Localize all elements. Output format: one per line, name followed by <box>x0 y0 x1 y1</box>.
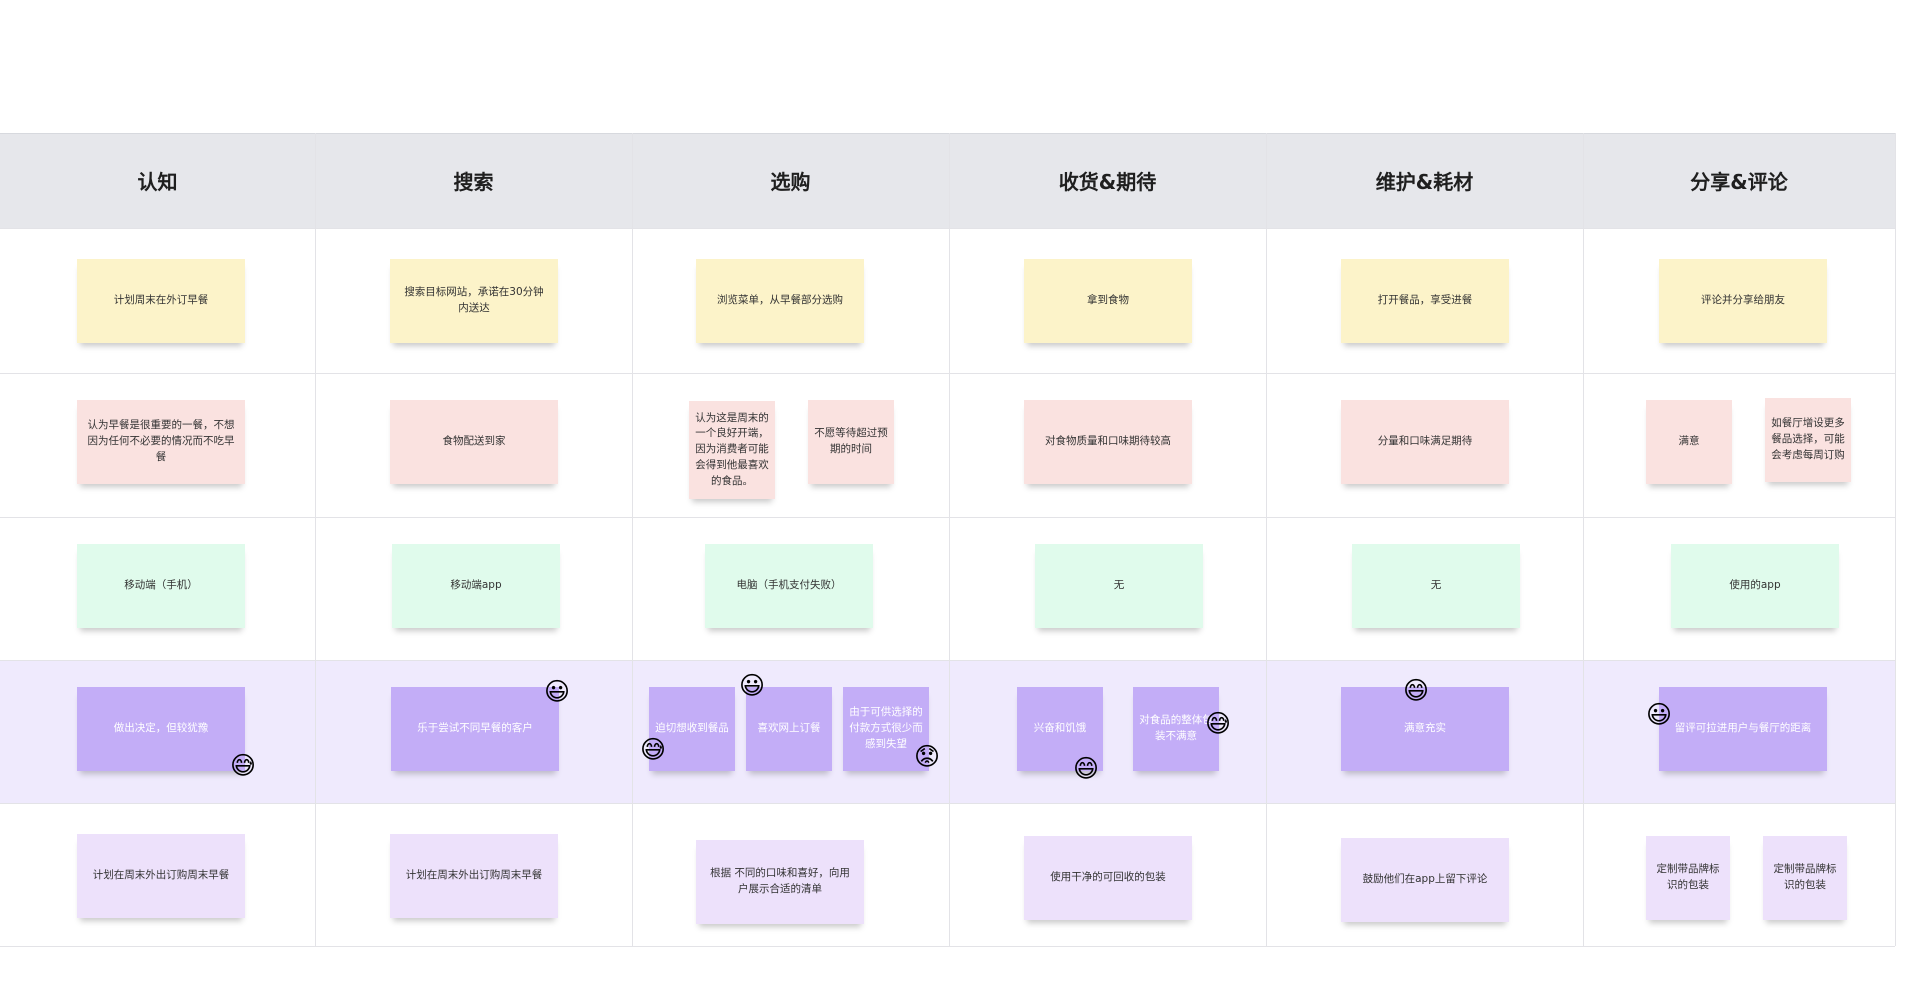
sticky-note-thinking[interactable]: 如餐厅增设更多餐品选择，可能会考虑每周订购 <box>1765 398 1851 482</box>
sticky-note-opportunity[interactable]: 鼓励他们在app上留下评论 <box>1341 838 1509 922</box>
sticky-note-emotion[interactable]: 喜欢网上订餐 <box>746 687 832 771</box>
sticky-note-thinking[interactable]: 不愿等待超过预期的时间 <box>808 400 894 484</box>
sticky-note-opportunity[interactable]: 定制带品牌标识的包装 <box>1646 836 1730 920</box>
sticky-note-emotion[interactable]: 迫切想收到餐品 <box>649 687 735 771</box>
column-divider <box>1583 133 1584 946</box>
sticky-note-thinking[interactable]: 分量和口味满足期待 <box>1341 400 1509 484</box>
sticky-note-opportunity[interactable]: 根据 不同的口味和喜好，向用户展示合适的清单 <box>696 840 864 924</box>
sticky-note-opportunity[interactable]: 计划在周末外出订购周末早餐 <box>390 834 558 918</box>
sticky-note-emotion[interactable]: 做出决定，但较犹豫 <box>77 687 245 771</box>
grinning-emoji-icon[interactable]: 😃 <box>543 677 571 706</box>
column-divider <box>632 133 633 946</box>
column-divider <box>315 133 316 946</box>
sticky-note-emotion[interactable]: 由于可供选择的付款方式很少而感到失望 <box>843 687 929 771</box>
sticky-note-doing[interactable]: 浏览菜单，从早餐部分选购 <box>696 259 864 343</box>
grinning-emoji-icon[interactable]: 😃 <box>738 671 766 700</box>
sticky-note-emotion[interactable]: 留评可拉进用户与餐厅的距离 <box>1659 687 1827 771</box>
sticky-note-doing[interactable]: 拿到食物 <box>1024 259 1192 343</box>
sticky-note-opportunity[interactable]: 定制带品牌标识的包装 <box>1763 836 1847 920</box>
column-divider <box>1266 133 1267 946</box>
sticky-note-thinking[interactable]: 对食物质量和口味期待较高 <box>1024 400 1192 484</box>
sticky-note-touchpoint[interactable]: 使用的app <box>1671 544 1839 628</box>
sticky-note-thinking[interactable]: 食物配送到家 <box>390 400 558 484</box>
sticky-note-doing[interactable]: 打开餐品，享受进餐 <box>1341 259 1509 343</box>
sticky-note-doing[interactable]: 搜索目标网站，承诺在30分钟内送达 <box>390 259 558 343</box>
sweat-smile-emoji-icon[interactable]: 😅 <box>1204 709 1232 738</box>
row-divider <box>0 373 1895 374</box>
row-divider <box>0 660 1895 661</box>
sticky-note-touchpoint[interactable]: 移动端（手机） <box>77 544 245 628</box>
sticky-note-opportunity[interactable]: 使用干净的可回收的包装 <box>1024 836 1192 920</box>
worried-emoji-icon[interactable]: 😟 <box>913 742 941 771</box>
sticky-note-doing[interactable]: 评论并分享给朋友 <box>1659 259 1827 343</box>
grinning-emoji-icon[interactable]: 😃 <box>1645 700 1673 729</box>
sticky-note-emotion[interactable]: 对食品的整体包装不满意 <box>1133 687 1219 771</box>
sticky-note-touchpoint[interactable]: 无 <box>1352 544 1520 628</box>
sweat-smile-emoji-icon[interactable]: 😅 <box>639 735 667 764</box>
sticky-note-emotion[interactable]: 兴奋和饥饿 <box>1017 687 1103 771</box>
sticky-note-thinking[interactable]: 满意 <box>1646 400 1732 484</box>
row-divider <box>0 803 1895 804</box>
row-divider <box>0 946 1895 947</box>
sticky-note-opportunity[interactable]: 计划在周末外出订购周末早餐 <box>77 834 245 918</box>
stage-header-purchase: 选购 <box>770 170 811 194</box>
stage-header-search: 搜索 <box>453 170 494 194</box>
stage-header-awareness: 认知 <box>137 170 178 194</box>
sticky-note-thinking[interactable]: 认为这是周末的一个良好开端，因为消费者可能会得到他最喜欢的食品。 <box>689 401 775 499</box>
grin-emoji-icon[interactable]: 😄 <box>1072 754 1100 783</box>
sweat-smile-emoji-icon[interactable]: 😅 <box>229 751 257 780</box>
row-divider <box>0 517 1895 518</box>
stage-header-share: 分享&评论 <box>1690 170 1788 194</box>
sticky-note-touchpoint[interactable]: 无 <box>1035 544 1203 628</box>
sticky-note-doing[interactable]: 计划周末在外订早餐 <box>77 259 245 343</box>
emotion-row-band <box>0 660 1895 803</box>
sticky-note-touchpoint[interactable]: 电脑（手机支付失败） <box>705 544 873 628</box>
sticky-note-touchpoint[interactable]: 移动端app <box>392 544 560 628</box>
grin-emoji-icon[interactable]: 😄 <box>1402 676 1430 705</box>
stage-header-maintenance: 维护&耗材 <box>1375 170 1474 194</box>
row-divider <box>0 228 1895 229</box>
sticky-note-emotion[interactable]: 乐于尝试不同早餐的客户 <box>391 687 559 771</box>
sticky-note-emotion[interactable]: 满意充实 <box>1341 687 1509 771</box>
stage-header-delivery: 收货&期待 <box>1058 170 1157 194</box>
column-divider <box>1895 133 1896 946</box>
column-divider <box>949 133 950 946</box>
sticky-note-thinking[interactable]: 认为早餐是很重要的一餐，不想因为任何不必要的情况而不吃早餐 <box>77 400 245 484</box>
